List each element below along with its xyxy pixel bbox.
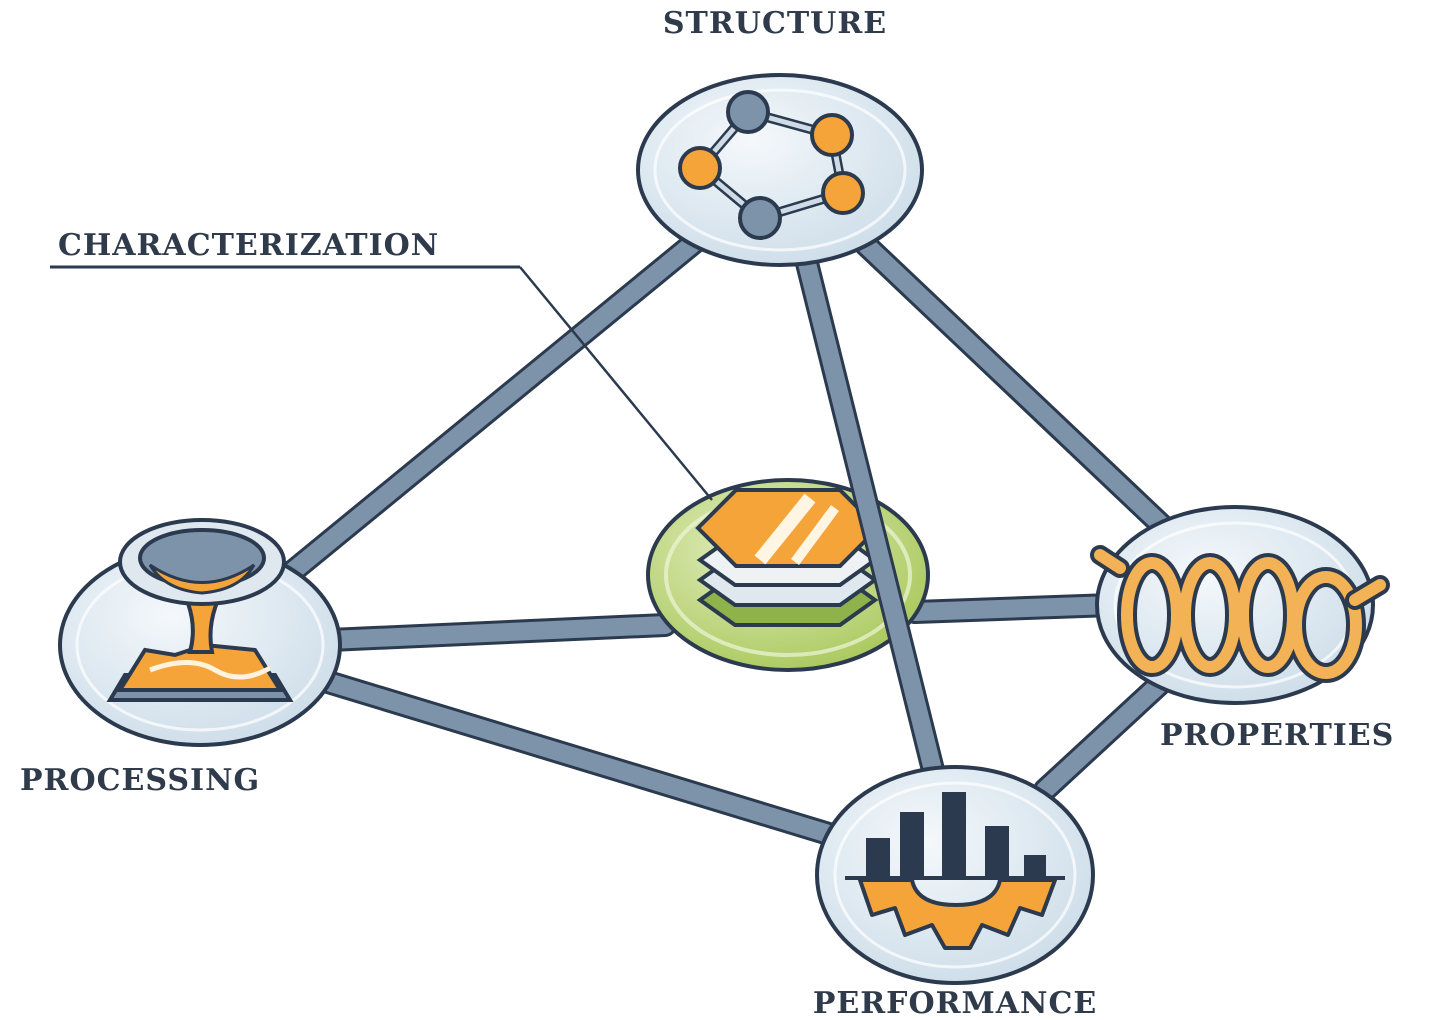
coil-spring-icon [1090,545,1390,683]
connector-processing-structure [258,216,724,602]
label-processing: PROCESSING [20,763,260,798]
label-performance: PERFORMANCE [813,986,1097,1020]
connector-structure-properties [854,233,1184,547]
connector-structure-performance [788,223,947,790]
performance-node [815,765,1095,985]
structure-node [636,73,924,267]
bar-chart-gear-icon [845,792,1065,950]
pouring-crucible-icon [106,518,294,702]
connector-properties-performance [1033,658,1187,802]
characterization-leader-line [50,265,713,501]
labels: STRUCTURE CHARACTERIZATION PROCESSING PR… [20,6,1394,1020]
connector-processing-performance [293,663,844,847]
label-structure: STRUCTURE [663,6,887,41]
molecule-ring-icon [678,90,865,240]
connector-characterization-properties [903,593,1124,624]
label-properties: PROPERTIES [1160,718,1394,753]
characterization-node [646,478,930,672]
connector-processing-characterization [318,613,677,652]
layered-hexagon-material-icon [695,488,881,627]
properties-node [1090,505,1390,705]
label-characterization: CHARACTERIZATION [58,228,439,263]
connectors [258,216,1187,847]
processing-node [58,518,342,747]
